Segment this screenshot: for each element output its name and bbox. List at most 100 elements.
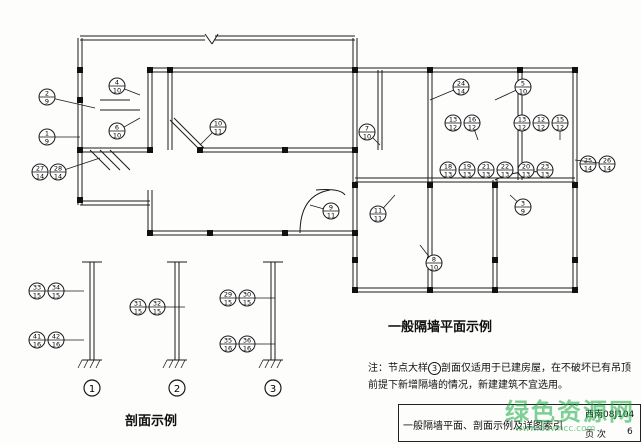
bubble-top-number: 27	[36, 165, 44, 173]
note-suffix: 剖面仅适用于已建房屋，在不破坏已有吊顶前提下新增隔墙的情况，新建建筑不宜选用。	[368, 363, 631, 391]
column	[352, 230, 358, 236]
column	[427, 182, 433, 188]
note-circle-number: 3	[428, 361, 441, 375]
bubble-top-number: 28	[54, 165, 62, 173]
bubble-top-number: 5	[521, 80, 525, 88]
hatch-line	[174, 359, 180, 369]
hatch-line	[180, 359, 186, 369]
bubble-top-number: 8	[432, 256, 436, 264]
column	[147, 230, 153, 236]
bubble-bottom-number: 14	[36, 173, 44, 181]
plan-title: 一般隔墙平面示例	[388, 320, 493, 335]
bubble-bottom-number: 15	[224, 299, 232, 307]
hatch-line	[83, 359, 89, 369]
bubble-top-number: 4	[115, 79, 119, 87]
bubble-bottom-number: 14	[457, 88, 465, 96]
bubble-top-number: 13	[518, 116, 526, 124]
column	[282, 230, 288, 236]
door-swing-arc	[299, 189, 331, 234]
hatch-line	[168, 359, 174, 369]
bubble-bottom-number: 12	[537, 124, 545, 132]
column	[77, 97, 83, 103]
column	[167, 67, 173, 73]
bubble-top-number: 12	[537, 116, 545, 124]
bubble-top-number: 15	[556, 116, 564, 124]
bubble-top-number: 19	[463, 163, 471, 171]
watermark-url: www.downcc.com	[515, 424, 596, 434]
bubble-top-number: 20	[522, 163, 530, 171]
section-number-circle	[168, 379, 186, 397]
bubble-top-number: 7	[365, 125, 369, 133]
bubble-bottom-number: 10	[519, 88, 527, 96]
bubble-top-number: 22	[501, 163, 509, 171]
hatch-line	[258, 359, 264, 369]
hatch-line	[270, 359, 276, 369]
section-title: 剖面示例	[125, 414, 178, 429]
wall-line	[169, 119, 201, 151]
section-number: 2	[174, 384, 180, 395]
hatch-line	[95, 359, 101, 369]
column	[197, 147, 203, 153]
bubble-top-number: 32	[153, 300, 161, 308]
bubble-top-number: 41	[33, 333, 41, 341]
hatch-line	[99, 149, 121, 171]
bubble-bottom-number: 15	[153, 308, 161, 316]
bubble-top-number: 25	[584, 157, 592, 165]
bubble-top-number: 6	[115, 124, 119, 132]
bubble-top-number: 33	[33, 284, 41, 292]
bubble-bottom-number: 10	[113, 132, 121, 140]
bubble-bottom-number: 16	[52, 341, 60, 349]
bubble-top-number: 3	[521, 200, 525, 208]
title-block-title: 一般隔墙平面、剖面示例及详图索引	[403, 421, 563, 432]
bubble-bottom-number: 10	[113, 87, 121, 95]
bubble-bottom-number: 15	[243, 299, 251, 307]
bubble-bottom-number: 12	[518, 124, 526, 132]
bubble-top-number: 16	[468, 116, 476, 124]
column	[352, 287, 358, 293]
door-swing-arc	[494, 171, 541, 181]
column	[572, 287, 578, 293]
bubble-bottom-number: 11	[327, 212, 335, 220]
section-number-circle	[83, 379, 101, 397]
column	[352, 67, 358, 73]
column	[427, 287, 433, 293]
break-line	[211, 33, 219, 45]
section-number: 3	[270, 384, 276, 395]
bubble-top-number: 31	[134, 300, 142, 308]
bubble-bottom-number: 16	[243, 345, 251, 353]
column	[492, 182, 498, 188]
column	[77, 147, 83, 153]
bubble-top-number: 35	[224, 337, 232, 345]
break-line	[204, 33, 213, 45]
bubble-bottom-number: 14	[603, 165, 611, 173]
hatch-line	[162, 359, 168, 369]
bubble-top-number: 42	[52, 333, 60, 341]
column	[492, 257, 498, 263]
bubble-bottom-number: 12	[449, 124, 457, 132]
bubble-bottom-number: 16	[33, 341, 41, 349]
bubble-top-number: 21	[482, 163, 490, 171]
bubble-bottom-number: 10	[430, 264, 438, 272]
hatch-line	[89, 149, 111, 171]
bubble-top-number: 9	[329, 204, 333, 212]
bubble-bottom-number: 9	[45, 98, 49, 106]
column	[77, 197, 83, 203]
hatch-line	[264, 359, 270, 369]
bubble-bottom-number: 16	[224, 345, 232, 353]
bubble-top-number: 11	[374, 207, 382, 215]
hatch-line	[89, 359, 95, 369]
bubble-top-number: 26	[603, 157, 611, 165]
column	[427, 67, 433, 73]
bubble-bottom-number: 15	[134, 308, 142, 316]
bubble-bottom-number: 13	[463, 171, 471, 179]
column	[572, 67, 578, 73]
hatch-line	[77, 359, 83, 369]
title-block-drawing-no: 西南08J104	[585, 410, 635, 420]
column	[517, 67, 523, 73]
bubble-top-number: 30	[243, 291, 251, 299]
section-number-circle	[264, 379, 282, 397]
bubble-top-number: 13	[449, 116, 457, 124]
bubble-bottom-number: 9	[45, 138, 49, 146]
